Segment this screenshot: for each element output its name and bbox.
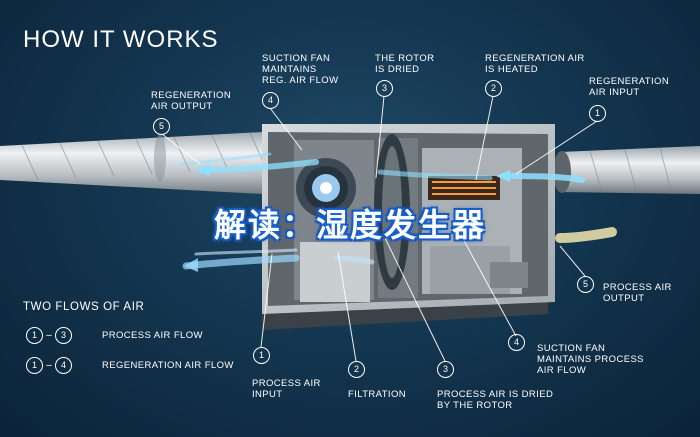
label-process-air-input: PROCESS AIR INPUT xyxy=(252,378,321,400)
badge-filtration: 2 xyxy=(348,361,365,378)
suction-fan-illustration xyxy=(296,158,356,218)
badge-process-air-output: 5 xyxy=(577,276,594,293)
label-regeneration-air-input: REGENERATION AIR INPUT xyxy=(589,76,670,98)
label-process-air-dried: PROCESS AIR IS DRIED BY THE ROTOR xyxy=(437,389,554,411)
badge-process-air-dried: 3 xyxy=(437,361,454,378)
legend-row-process: 1 – 3 PROCESS AIR FLOW xyxy=(26,326,203,344)
badge-regeneration-air-input: 1 xyxy=(589,105,606,122)
legend-row-regeneration: 1 – 4 REGENERATION AIR FLOW xyxy=(26,356,234,374)
legend-badge-to: 3 xyxy=(55,326,72,344)
badge-regeneration-air-output: 5 xyxy=(153,118,170,135)
label-regeneration-air-output: REGENERATION AIR OUTPUT xyxy=(151,90,232,112)
page-title: HOW IT WORKS xyxy=(23,26,219,53)
legend-badge-from: 1 xyxy=(26,326,43,344)
legend-dash: – xyxy=(46,359,52,371)
legend-text-regeneration: REGENERATION AIR FLOW xyxy=(102,359,234,371)
legend-title: TWO FLOWS OF AIR xyxy=(23,301,145,313)
label-suction-fan-regeneration: SUCTION FAN MAINTAINS REG. AIR FLOW xyxy=(262,53,339,86)
label-rotor-dried: THE ROTOR IS DRIED xyxy=(375,53,435,75)
left-duct xyxy=(0,130,300,196)
overlay-heading: 解读：湿度发生器 xyxy=(213,206,486,244)
label-suction-fan-process: SUCTION FAN MAINTAINS PROCESS AIR FLOW xyxy=(537,343,644,376)
legend-text-process: PROCESS AIR FLOW xyxy=(102,329,203,341)
leader-lines xyxy=(161,95,598,362)
label-filtration: FILTRATION xyxy=(348,389,407,400)
label-process-air-output: PROCESS AIR OUTPUT xyxy=(603,282,672,304)
badge-process-air-input: 1 xyxy=(253,347,270,364)
legend-badge-from: 1 xyxy=(26,356,43,374)
legend-dash: – xyxy=(46,329,52,341)
legend-badge-to: 4 xyxy=(55,356,72,374)
badge-suction-fan-process: 4 xyxy=(508,334,525,351)
label-regeneration-air-heated: REGENERATION AIR IS HEATED xyxy=(485,53,585,75)
badge-rotor-dried: 3 xyxy=(376,80,393,97)
badge-suction-fan-regeneration: 4 xyxy=(262,92,279,109)
right-duct xyxy=(553,146,700,195)
badge-regeneration-air-heated: 2 xyxy=(485,80,502,97)
regeneration-air-flow xyxy=(178,152,585,183)
